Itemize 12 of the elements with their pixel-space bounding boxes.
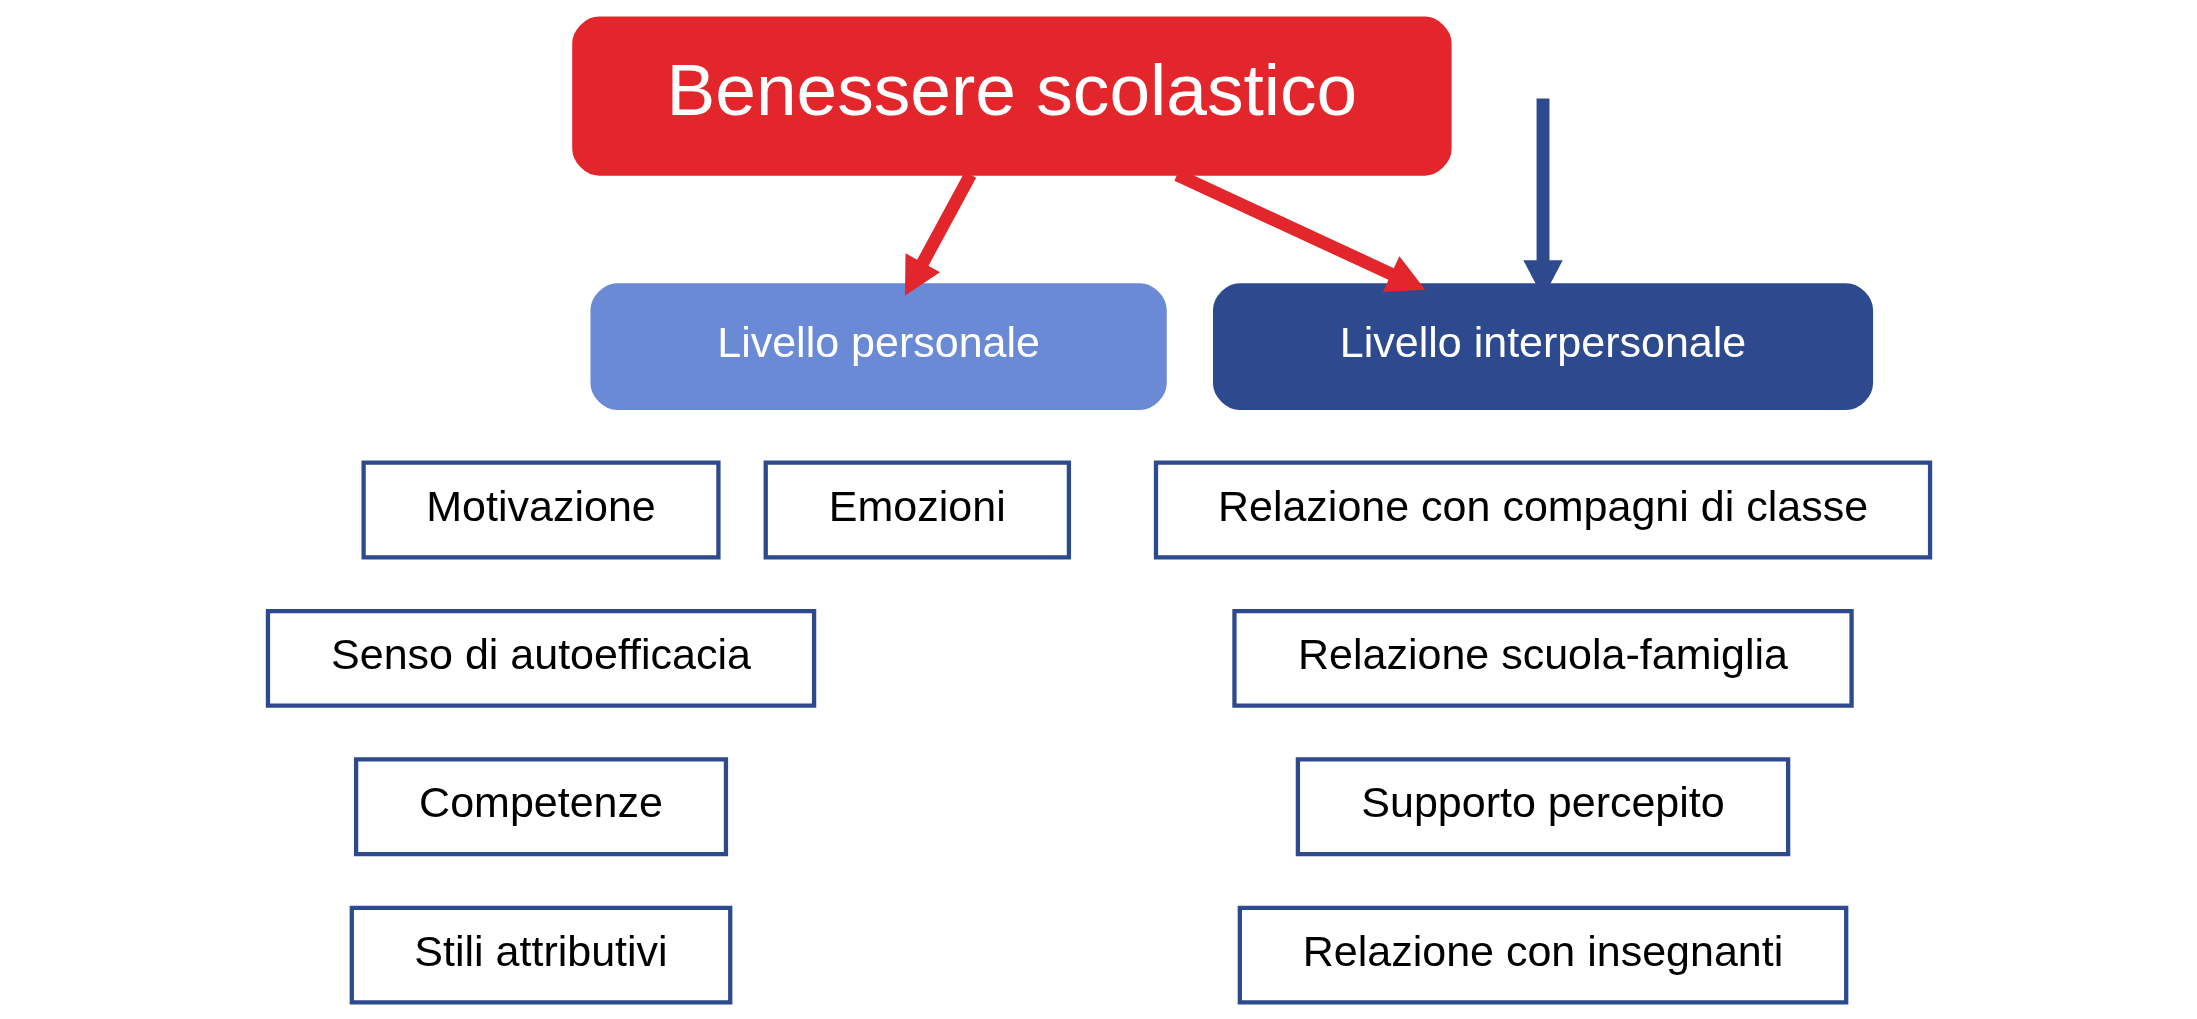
node-box: Livello interpersonale: [1212, 282, 1873, 410]
node-box: Benessere scolastico: [571, 16, 1452, 176]
node-box: Livello personale: [589, 282, 1167, 410]
node-box: Competenze: [353, 756, 728, 856]
node-box: Relazione con insegnanti: [1237, 905, 1848, 1005]
node-box: Emozioni: [763, 460, 1071, 559]
node-box: Motivazione: [361, 460, 721, 559]
node-box: Relazione scuola-famiglia: [1231, 608, 1854, 708]
node-box: Stili attributivi: [349, 905, 732, 1005]
node-box: Senso di autoefficacia: [265, 608, 816, 708]
node-box: Supporto percepito: [1295, 756, 1790, 856]
node-box: Relazione con compagni di classe: [1153, 460, 1932, 559]
